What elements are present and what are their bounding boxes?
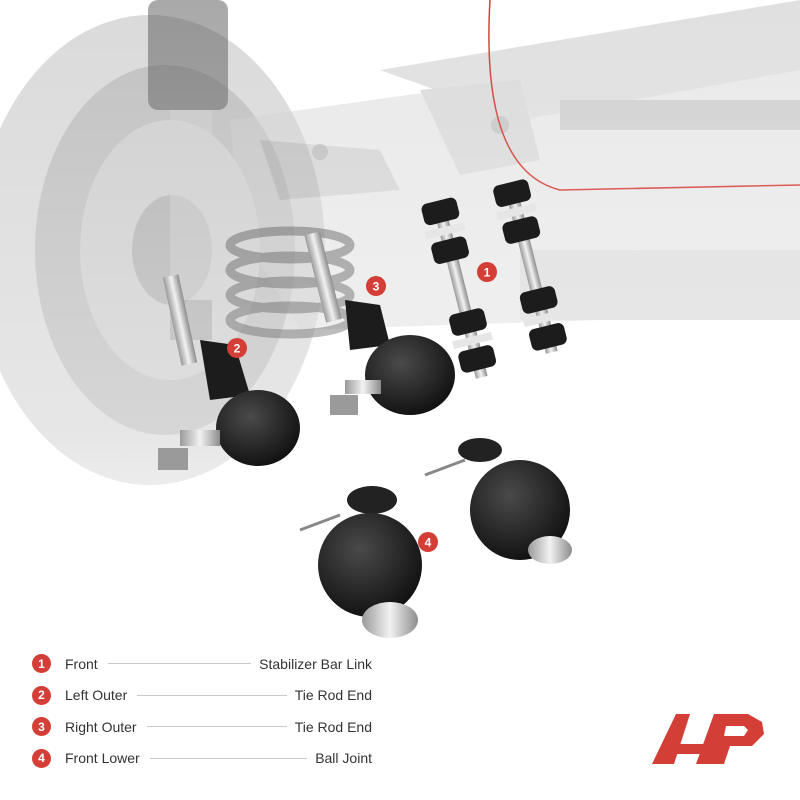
marker-1: 1 [477,262,497,282]
marker-4: 4 [418,532,438,552]
svg-text:4: 4 [425,536,432,550]
legend-label: Right Outer [65,718,137,735]
ball-joint-right [424,438,572,564]
brand-logo-icon [652,714,764,764]
number-badge: 2 [32,685,51,705]
legend-value: Stabilizer Bar Link [259,655,372,672]
number-badge: 4 [32,748,51,768]
stabilizer-bar-link-left [421,197,497,379]
legend-value: Ball Joint [315,750,372,767]
legend-label: Left Outer [65,687,128,704]
leader-line [149,757,308,759]
stabilizer-bar-link-right [493,179,567,354]
marker-3: 3 [366,276,386,296]
number-badge: 3 [32,717,51,737]
leader-line [107,663,252,665]
legend-value: Tie Rod End [294,718,372,735]
svg-text:2: 2 [234,342,241,356]
tie-rod-end-right [304,231,455,415]
legend-row: 2 Left Outer Tie Rod End [32,680,372,712]
legend-value: Tie Rod End [294,687,372,704]
leader-line [146,726,287,728]
svg-text:3: 3 [373,280,380,294]
parts-legend: 1 Front Stabilizer Bar Link 2 Left Outer… [32,648,372,774]
legend-label: Front Lower [65,750,140,767]
legend-label: Front [65,655,98,672]
legend-row: 1 Front Stabilizer Bar Link [32,648,372,680]
ball-joint-left [299,486,422,638]
svg-text:1: 1 [484,266,491,280]
legend-row: 3 Right Outer Tie Rod End [32,711,372,743]
number-badge: 1 [32,654,51,674]
marker-2: 2 [227,338,247,358]
legend-row: 4 Front Lower Ball Joint [32,743,372,775]
leader-line [137,694,287,696]
